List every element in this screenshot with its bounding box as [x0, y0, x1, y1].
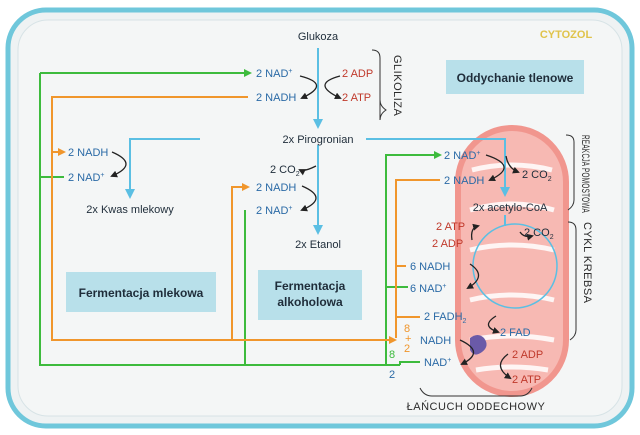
ethanol-label: 2x Etanol — [295, 239, 341, 251]
alcoholic-co2-curve — [298, 165, 317, 176]
aerobic-respiration-label: Oddychanie tlenowe — [457, 71, 574, 85]
orange-nadh-bridge — [395, 179, 440, 338]
lactic-nad: 2 NAD+ — [68, 172, 105, 184]
bridge-co2-curve — [505, 155, 520, 174]
green-nad-bridge — [385, 151, 442, 365]
to-acetyl-coa-arrow — [366, 138, 510, 197]
chain-nad: NAD+ — [424, 357, 451, 369]
bridge-nad: 2 NAD+ — [444, 150, 481, 162]
chain-atp: 2 ATP — [512, 374, 541, 386]
krebs-fad: 2 FAD — [500, 327, 531, 339]
alcoholic-nad: 2 NAD+ — [256, 205, 293, 217]
krebs-side-label: CYKL KREBSA — [581, 222, 593, 304]
glycolysis-nadh: 2 NADH — [256, 92, 296, 104]
alcoholic-nadh-curve — [300, 185, 317, 212]
lactate-label: 2x Kwas mlekowy — [86, 204, 174, 216]
krebs-nadh: 6 NADH — [410, 261, 450, 273]
mitochondrion — [455, 125, 569, 397]
chain-bottom-label: ŁAŃCUCH ODDECHOWY — [407, 400, 546, 413]
bridge-bracket — [565, 134, 575, 211]
chain-bracket — [419, 387, 533, 397]
atp-synthase-icon — [470, 335, 487, 355]
bridge-nadh: 2 NADH — [444, 175, 484, 187]
bridge-nad-curve — [485, 154, 505, 182]
chain-count-2: 2 — [404, 343, 410, 355]
alcoholic-fermentation-label-1: Fermentacja — [275, 279, 346, 293]
to-lactate-arrow — [125, 138, 200, 199]
glycolysis-adp: 2 ADP — [342, 68, 373, 80]
glycolysis-nad-curve — [299, 75, 318, 100]
glycolysis-atp-curve — [324, 75, 342, 100]
krebs-co2: 2 CO2 — [524, 227, 554, 241]
krebs-adp: 2 ADP — [432, 238, 463, 250]
cytozol-label: CYTOZOL — [540, 29, 593, 41]
chain-plus: + — [405, 333, 411, 345]
orange-nadh-main-line — [51, 96, 397, 344]
glycolysis-nad: 2 NAD+ — [256, 68, 293, 80]
alcoholic-co2: 2 CO2 — [270, 164, 300, 178]
glycolysis-side-label: GLIKOLIZA — [391, 55, 403, 117]
chain-adp: 2 ADP — [512, 349, 543, 361]
chain-atp-curve — [499, 353, 512, 380]
lactic-fermentation-label: Fermentacja mlekowa — [79, 286, 204, 300]
bridge-side-label: REAKCJA POMOSTOWA — [579, 135, 591, 213]
acetyl-coa-label: 2x acetylo-CoA — [473, 202, 548, 214]
pyruvate-label: 2x Pirogronian — [283, 134, 354, 146]
aerobic-respiration-box — [446, 60, 584, 94]
krebs-bracket — [567, 221, 577, 341]
glucose-label: Glukoza — [298, 31, 339, 43]
alcoholic-nadh: 2 NADH — [256, 182, 296, 194]
glycolysis-bracket — [371, 49, 387, 121]
chain-count-2-bottom: 2 — [389, 369, 395, 381]
lactic-nadh: 2 NADH — [68, 147, 108, 159]
chain-nadh: NADH — [420, 335, 451, 347]
chain-count-8-left: 8 — [389, 349, 395, 361]
green-nad-main-line — [39, 73, 400, 366]
chain-nad-curve — [459, 339, 475, 365]
krebs-fadh: 2 FADH2 — [424, 311, 467, 325]
orange-nadh-alcoholic — [231, 183, 250, 340]
alcoholic-fermentation-box — [258, 270, 362, 320]
krebs-nadh-curve — [466, 263, 480, 290]
chain-count-8-top: 8 — [404, 323, 410, 335]
glycolysis-atp: 2 ATP — [342, 92, 371, 104]
bridge-co2: 2 CO2 — [522, 169, 552, 183]
krebs-atp-curve — [470, 223, 480, 241]
lactic-nadh-curve — [110, 151, 127, 178]
krebs-nad: 6 NAD+ — [410, 283, 447, 295]
krebs-atp: 2 ATP — [436, 221, 465, 233]
alcoholic-fermentation-label-2: alkoholowa — [277, 295, 343, 309]
lactic-fermentation-box — [66, 272, 216, 312]
green-nad-chain — [399, 361, 420, 365]
krebs-co2-curve — [519, 231, 534, 241]
krebs-fad-curve — [487, 315, 500, 334]
